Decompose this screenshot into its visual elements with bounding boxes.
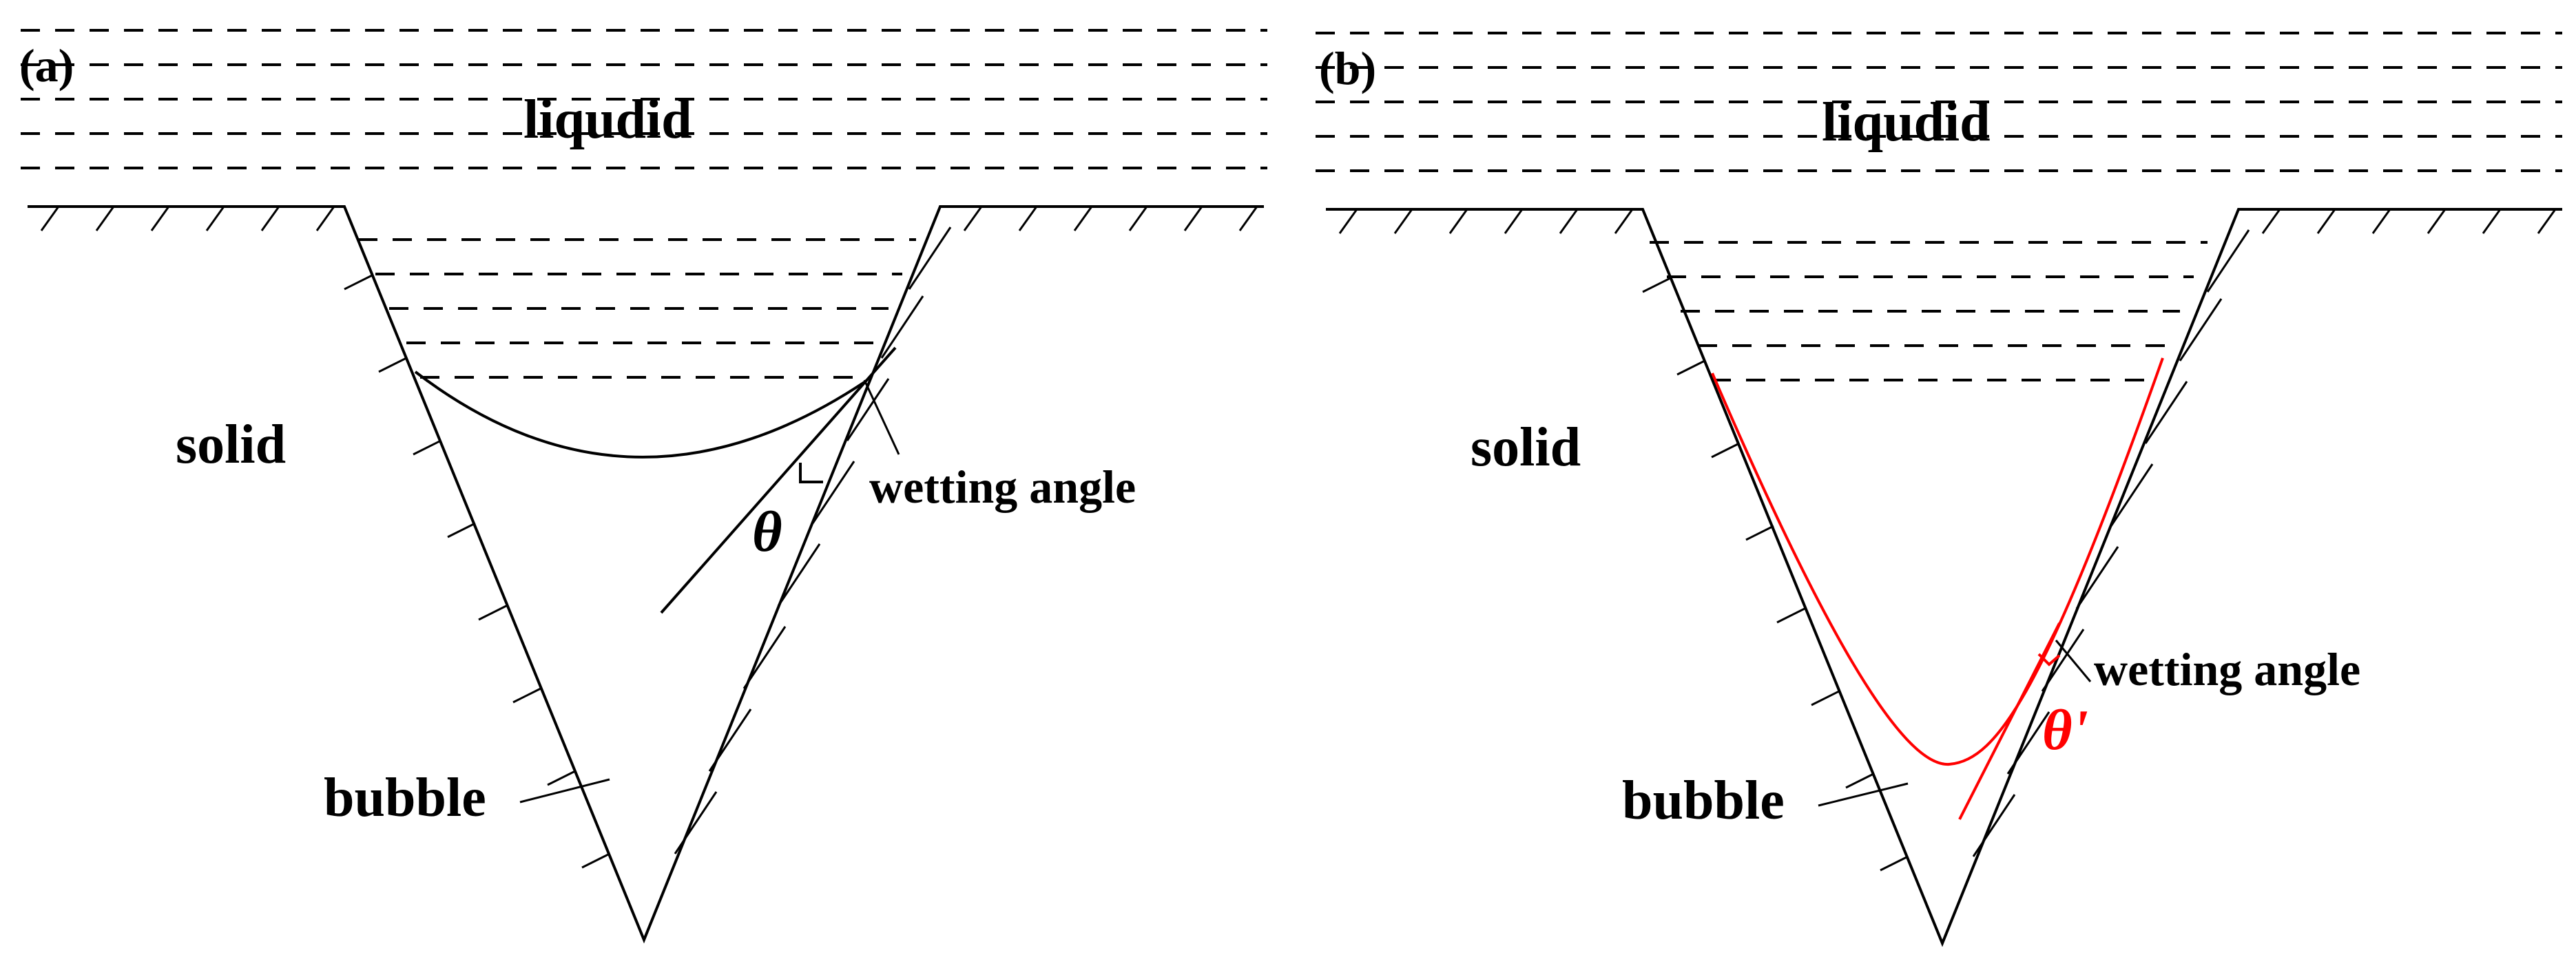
theta-symbol-a: θ <box>752 500 782 564</box>
bubble-label-b: bubble <box>1622 770 1785 831</box>
panel-b: (b) liqudid solid bubble wetting angle θ… <box>1316 32 2562 947</box>
panel-tag-b: (b) <box>1319 42 1376 94</box>
wetting-angle-label-b: wetting angle <box>2094 643 2360 695</box>
solid-hatching-a <box>40 206 1258 869</box>
liquid-label-b: liqudid <box>1822 92 1991 153</box>
bubble-label-a: bubble <box>324 768 486 828</box>
panel-a: (a) liqudid solid bubble wetting angle θ <box>19 29 1267 944</box>
liquid-label-a: liqudid <box>523 90 692 150</box>
labels-a: (a) liqudid solid bubble wetting angle θ <box>19 39 1136 828</box>
bubble-leader-b <box>1818 782 1909 807</box>
bubble-leader-a <box>519 778 610 804</box>
tangent-line-b <box>1958 622 2061 820</box>
solid-surface-b <box>1326 208 2562 947</box>
solid-label-b: solid <box>1471 417 1581 478</box>
theta-symbol-b: θ' <box>2042 698 2088 762</box>
liquid-dashes-b <box>1316 32 2562 381</box>
wetting-angle-label-a: wetting angle <box>869 461 1136 513</box>
liquid-bubble-interface-a <box>414 370 866 459</box>
labels-b: (b) liqudid solid bubble wetting angle θ… <box>1319 42 2360 831</box>
tangent-line-a <box>660 346 897 614</box>
liquid-bubble-interface-b <box>1711 357 2164 766</box>
panel-tag-a: (a) <box>19 39 74 92</box>
solid-label-a: solid <box>176 414 286 475</box>
liquid-dashes-a <box>21 29 1267 379</box>
right-angle-mark-a <box>799 463 823 483</box>
wetting-angle-leader-a <box>863 379 900 455</box>
solid-hatching-b <box>1338 209 2557 872</box>
right-angle-mark-b <box>2037 653 2061 666</box>
wetting-angle-leader-b <box>2055 640 2092 682</box>
solid-surface-a <box>28 205 1264 944</box>
